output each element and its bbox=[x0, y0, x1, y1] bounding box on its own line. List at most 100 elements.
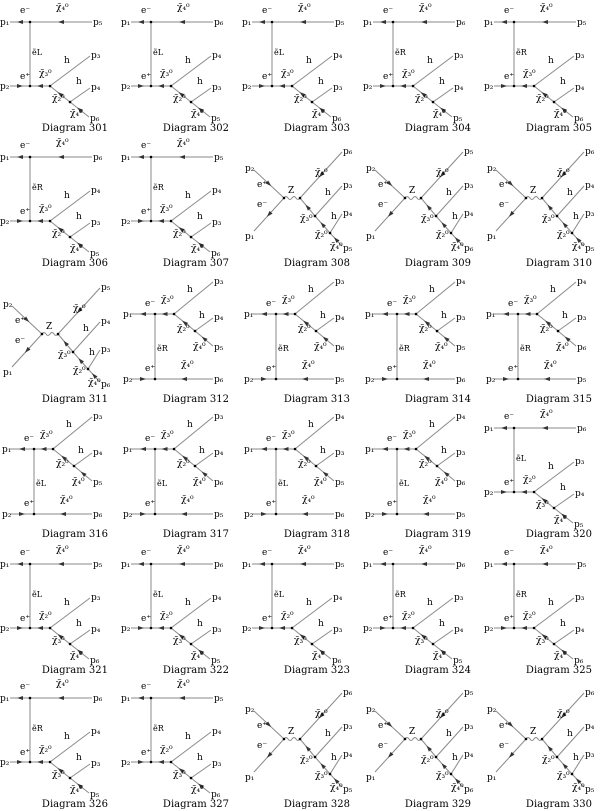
particle-label: χ̃₄⁰ bbox=[72, 476, 85, 487]
particle-label: χ̃₂⁰ bbox=[421, 754, 434, 765]
arrow-icon bbox=[181, 512, 187, 516]
arrow-icon bbox=[138, 219, 144, 223]
particle-label: h bbox=[429, 420, 435, 430]
particle-label: h bbox=[446, 188, 452, 198]
momentum-label: p₃ bbox=[333, 83, 343, 93]
momentum-label: p₁ bbox=[121, 694, 130, 704]
momentum-label: p₃ bbox=[577, 313, 587, 323]
momentum-label: p₂ bbox=[245, 164, 255, 174]
particle-label: e⁺ bbox=[387, 499, 397, 509]
arrow-icon bbox=[501, 20, 507, 24]
arrow-icon bbox=[24, 346, 31, 353]
diagram-307: p₁p₂e⁻e⁺χ̃₄⁰p₅ẽRχ̃₃⁰χ̃₂⁰χ̃₄⁰hhp₄p₃p₆Diag… bbox=[121, 137, 229, 269]
particle-label: h bbox=[187, 285, 193, 295]
momentum-label: p₂ bbox=[121, 624, 131, 634]
vertex bbox=[391, 562, 395, 566]
higgs-line bbox=[553, 493, 575, 509]
particle-label: Z bbox=[530, 186, 536, 196]
momentum-label: p₁ bbox=[0, 18, 9, 28]
arrow-icon bbox=[508, 751, 515, 758]
arrow-icon bbox=[17, 562, 23, 566]
higgs-line bbox=[412, 55, 454, 87]
momentum-label: p₅ bbox=[335, 560, 345, 570]
particle-label: ẽR bbox=[32, 724, 44, 733]
arrow-icon bbox=[259, 626, 265, 630]
arrow-icon bbox=[138, 20, 144, 24]
diagram-caption: Diagram 329 bbox=[405, 799, 471, 810]
particle-label: χ̃₄⁰ bbox=[312, 650, 325, 661]
particle-label: χ̃₂⁰ bbox=[402, 610, 415, 621]
particle-label: χ̃₄⁰ bbox=[56, 678, 69, 689]
momentum-label: p₂ bbox=[486, 375, 496, 385]
arrow-icon bbox=[382, 377, 388, 381]
momentum-label: p₁ bbox=[484, 560, 493, 570]
momentum-label: p₁ bbox=[121, 18, 130, 28]
vertex bbox=[153, 377, 157, 381]
particle-label: e⁺ bbox=[504, 72, 514, 82]
arrow-icon bbox=[318, 171, 325, 178]
vertex bbox=[434, 214, 438, 218]
particle-label: χ̃₃⁰ bbox=[402, 68, 415, 79]
particle-label: χ̃₄⁰ bbox=[315, 708, 328, 719]
z-boson-propagator bbox=[404, 196, 422, 200]
arrow-icon bbox=[201, 336, 208, 342]
momentum-label: p₂ bbox=[121, 217, 131, 227]
arrow-icon bbox=[299, 92, 306, 98]
particle-label: h bbox=[306, 598, 312, 608]
momentum-label: p₄ bbox=[212, 727, 222, 737]
arrow-icon bbox=[138, 626, 144, 630]
higgs-line bbox=[170, 55, 212, 87]
higgs-line bbox=[533, 461, 575, 493]
vertex bbox=[72, 464, 76, 468]
momentum-label: p₄ bbox=[214, 448, 224, 458]
particle-label: χ̃₃⁰ bbox=[542, 213, 555, 224]
arrow-icon bbox=[575, 778, 582, 785]
particle-label: χ̃₂⁰ bbox=[419, 323, 432, 334]
momentum-label: p₂ bbox=[244, 510, 254, 520]
particle-label: h bbox=[187, 420, 193, 430]
particle-label: e⁺ bbox=[141, 614, 151, 624]
higgs-line bbox=[194, 317, 214, 332]
particle-label: χ̃₄⁰ bbox=[557, 708, 570, 719]
momentum-label: p₃ bbox=[575, 457, 585, 467]
arrow-icon bbox=[454, 237, 461, 244]
arrow-icon bbox=[17, 219, 23, 223]
particle-label: χ̃₂⁰ bbox=[419, 458, 432, 469]
vertex bbox=[516, 312, 520, 316]
momentum-label: p₃ bbox=[212, 218, 222, 228]
vertex bbox=[149, 84, 153, 88]
momentum-label: p₆ bbox=[214, 478, 224, 488]
particle-label: e⁺ bbox=[378, 180, 388, 190]
particle-label: h bbox=[318, 619, 324, 629]
particle-label: h bbox=[446, 729, 452, 739]
higgs-line bbox=[314, 185, 343, 217]
arrow-icon bbox=[575, 237, 582, 244]
particle-label: e⁻ bbox=[266, 434, 276, 444]
momentum-label: p₅ bbox=[211, 656, 221, 666]
momentum-label: p₄ bbox=[335, 412, 345, 422]
arrow-icon bbox=[178, 634, 185, 640]
higgs-line bbox=[436, 317, 456, 332]
momentum-label: p₂ bbox=[363, 82, 373, 92]
vertex bbox=[28, 760, 32, 764]
particle-label: e⁻ bbox=[387, 434, 397, 444]
higgs-line bbox=[536, 281, 577, 315]
diagram-329: p₂p₁e⁺e⁻Zχ̃₄⁰p₅χ̃₂⁰χ̃₃⁰χ̃₄⁰hhp₃p₄p₆Diagr… bbox=[366, 688, 474, 810]
particle-label: h bbox=[83, 324, 89, 334]
momentum-label: p₃ bbox=[91, 218, 101, 228]
particle-label: χ̃₄⁰ bbox=[298, 544, 311, 555]
arrow-icon bbox=[562, 763, 568, 770]
particle-label: e⁻ bbox=[266, 299, 276, 309]
particle-label: χ̃₃⁰ bbox=[52, 769, 65, 780]
higgs-line bbox=[49, 731, 91, 763]
diagram-caption: Diagram 307 bbox=[163, 258, 229, 269]
vertex bbox=[391, 20, 395, 24]
diagram-caption: Diagram 320 bbox=[526, 529, 592, 540]
higgs-line bbox=[69, 222, 91, 238]
particle-label: e⁻ bbox=[257, 200, 267, 210]
arrow-icon bbox=[303, 320, 310, 326]
higgs-line bbox=[412, 597, 454, 629]
vertex bbox=[28, 20, 32, 24]
diagram-321: p₁p₂e⁻e⁺χ̃₄⁰p₅ẽLχ̃₂⁰χ̃₃⁰χ̃₄⁰hhp₃p₄p₆Diag… bbox=[0, 544, 108, 676]
particle-label: ẽR bbox=[395, 48, 407, 57]
